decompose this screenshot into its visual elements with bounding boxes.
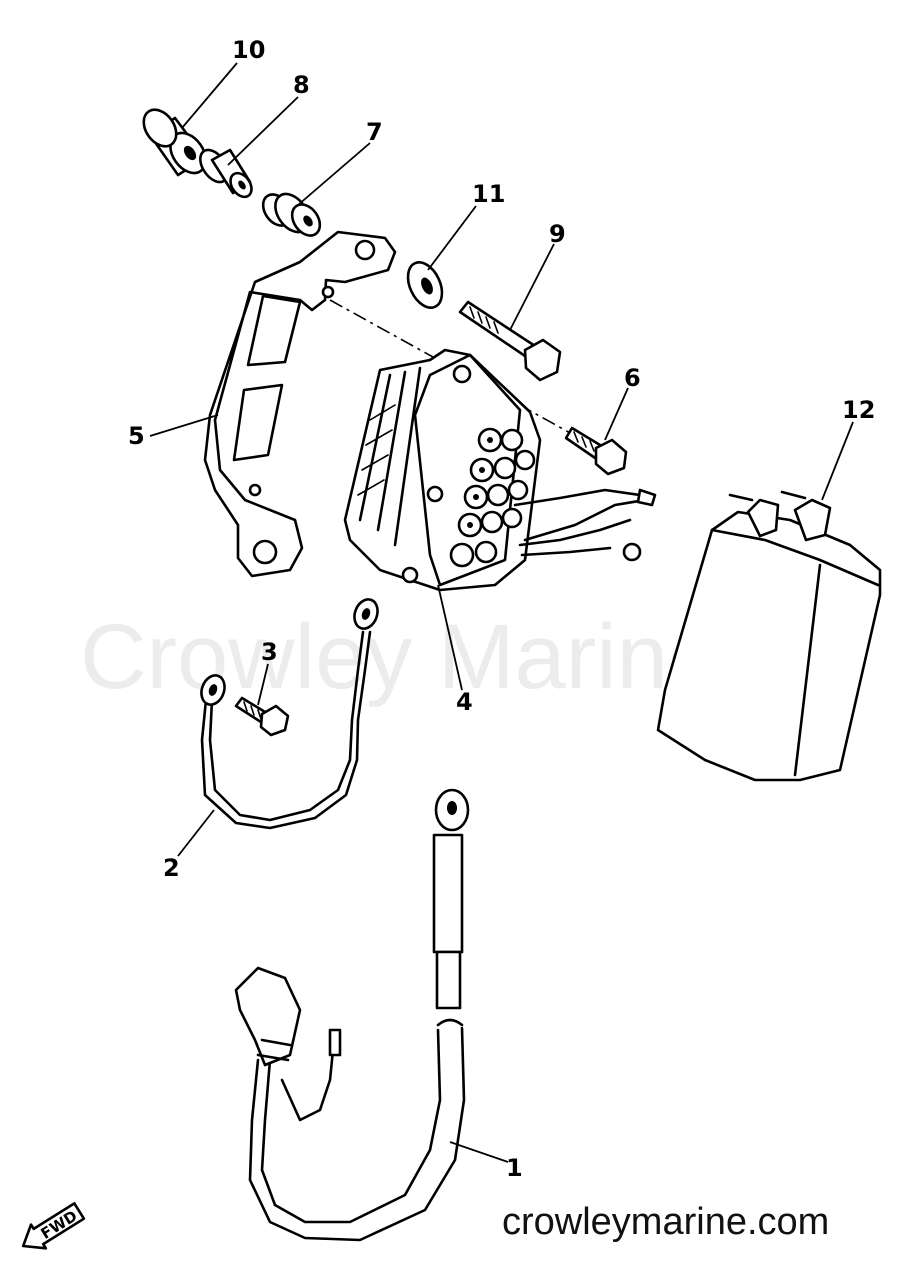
part-9-bolt[interactable] (458, 300, 562, 382)
callout-11: 11 (472, 180, 505, 208)
callout-9: 9 (549, 220, 566, 248)
callout-8: 8 (293, 71, 310, 99)
callout-5: 5 (128, 422, 145, 450)
watermark-text: Crowley Marine (80, 606, 719, 708)
part-8-collar[interactable] (195, 145, 256, 201)
fwd-arrow-icon: FWD (21, 1202, 86, 1250)
part-1-battery-cable[interactable] (234, 788, 470, 1242)
part-10-spacer[interactable] (137, 104, 213, 180)
terminal-posts (449, 427, 536, 568)
part-7-grommet[interactable] (257, 188, 325, 241)
leader-lines (149, 62, 854, 1163)
callout-6: 6 (624, 364, 641, 392)
callout-2: 2 (163, 854, 180, 882)
callout-10: 10 (232, 36, 265, 64)
part-5-bracket[interactable] (203, 230, 397, 578)
site-url[interactable]: crowleymarine.com (502, 1201, 829, 1243)
part-4-regulator[interactable] (343, 348, 657, 592)
callout-3: 3 (261, 638, 278, 666)
callout-4: 4 (456, 688, 473, 716)
part-3-bolt[interactable] (234, 696, 290, 737)
callout-1: 1 (506, 1154, 523, 1182)
part-11-washer[interactable] (401, 257, 448, 313)
part-12-cover[interactable] (656, 490, 882, 782)
callout-7: 7 (366, 118, 383, 146)
part-2-ground-lead[interactable] (198, 596, 382, 830)
part-6-bolt[interactable] (564, 426, 628, 476)
callout-12: 12 (842, 396, 875, 424)
